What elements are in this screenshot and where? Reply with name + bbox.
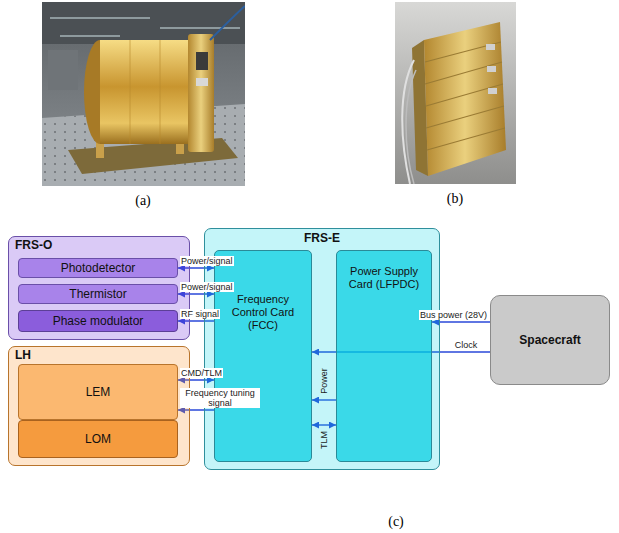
instrument-photo bbox=[42, 2, 245, 186]
node-label: FRS-E bbox=[209, 231, 435, 245]
signal-arrow bbox=[432, 321, 490, 322]
electronics-photo bbox=[487, 66, 496, 72]
panel-label: (b) bbox=[447, 191, 463, 207]
instrument-photo bbox=[50, 18, 240, 36]
component-box: Phase modulator bbox=[18, 310, 178, 332]
signal-label: Power bbox=[319, 367, 329, 395]
instrument-photo bbox=[196, 78, 208, 86]
node-label: LOM bbox=[85, 432, 111, 446]
instrument-photo bbox=[100, 40, 192, 144]
instrument-photo bbox=[130, 40, 160, 144]
electronics-photo bbox=[406, 70, 416, 184]
node-label: Spacecraft bbox=[519, 333, 580, 347]
node-label: LH bbox=[15, 348, 183, 362]
instrument-photo bbox=[210, 6, 245, 40]
signal-label: Clock bbox=[454, 340, 479, 350]
component-box: Photodetector bbox=[18, 258, 178, 278]
node-label: Frequency Control Card (FCC) bbox=[219, 293, 307, 332]
node-label: FRS-O bbox=[15, 238, 183, 252]
signal-label: Frequency tuning signal bbox=[180, 388, 260, 408]
instrument-photo bbox=[48, 50, 78, 90]
signal-label: RF signal bbox=[180, 309, 220, 319]
electronics-photo bbox=[424, 22, 506, 176]
electronics-photo bbox=[425, 42, 505, 150]
instrument-photo bbox=[196, 52, 208, 70]
electronics-photo bbox=[395, 2, 516, 184]
signal-label: Power/signal bbox=[180, 256, 234, 266]
panel-label: (a) bbox=[135, 193, 151, 209]
node-label: LEM bbox=[86, 385, 111, 399]
signal-label: Bus power (28V) bbox=[419, 310, 488, 320]
signal-label: CMD/TLM bbox=[180, 368, 223, 378]
signal-label: Power/signal bbox=[180, 282, 234, 292]
node-label: Phase modulator bbox=[53, 314, 144, 328]
module-box: LEM bbox=[18, 364, 178, 420]
instrument-photo bbox=[42, 2, 245, 44]
node-label: Photodetector bbox=[61, 261, 136, 275]
electronics-photo bbox=[486, 44, 495, 50]
component-box: Thermistor bbox=[18, 284, 178, 304]
node-label: Thermistor bbox=[69, 287, 126, 301]
spacecraft-box: Spacecraft bbox=[490, 295, 610, 385]
card-box: Power Supply Card (LFPDC) bbox=[336, 250, 432, 462]
electronics-photo bbox=[488, 88, 497, 94]
node-label: Power Supply Card (LFPDC) bbox=[341, 265, 427, 291]
electronics-photo bbox=[395, 2, 516, 184]
instrument-photo bbox=[42, 2, 245, 186]
module-box: LOM bbox=[18, 420, 178, 458]
unit-box: FRS-O PhotodetectorThermistorPhase modula… bbox=[8, 236, 190, 340]
unit-box: LH LEM LOM bbox=[8, 346, 190, 466]
signal-label: TLM bbox=[319, 430, 329, 450]
panel-label: (c) bbox=[388, 514, 404, 530]
instrument-photo bbox=[188, 34, 214, 152]
